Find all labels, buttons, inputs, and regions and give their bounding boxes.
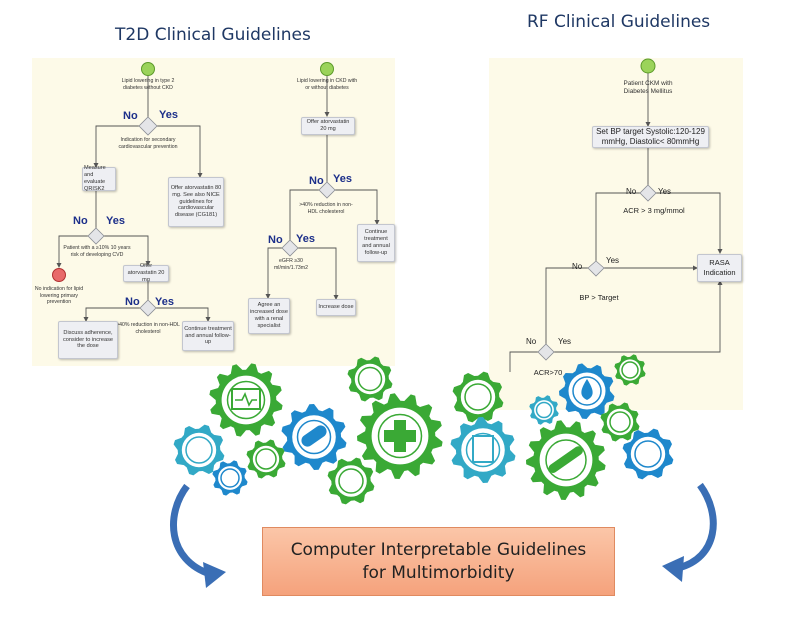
agree-dose-node: Agree an increased dose with a renal spe… (248, 298, 290, 334)
bp-target-node: Set BP target Systolic:120-129 mmHg, Dia… (592, 126, 709, 148)
measure-qrisk-node: Measure and evaluate QRISK2 (82, 165, 116, 192)
continue-treatment-text: Continue treatment and annual follow-up (184, 325, 232, 346)
yes-label: Yes (606, 256, 620, 265)
no-label: No (73, 215, 88, 227)
measure-qrisk-text: Measure and evaluate QRISK2 (84, 165, 106, 192)
indication-label: Indication for secondary cardiovascular … (118, 137, 178, 150)
rf-title: RF Clinical Guidelines (527, 12, 711, 32)
right-curved-arrow (676, 482, 717, 572)
heartbeat-wave-icon (235, 391, 257, 407)
yes-label: Yes (159, 109, 178, 121)
ckd-start-label: Lipid lowering in CKD with or without di… (296, 78, 358, 91)
cig-line-1: Computer Interpretable Guidelines (290, 539, 587, 560)
no-label: No (123, 110, 138, 122)
continue-treatment-ckd-text: Continue treatment and annual follow-up (362, 229, 390, 256)
gear-icon-ring (535, 401, 553, 419)
gear-icon-ring (220, 468, 240, 488)
gear-icon-ring (357, 366, 383, 392)
yes-label: Yes (296, 233, 315, 245)
gear-icon-ring (464, 383, 492, 411)
increase-dose-node: Increase dose (316, 299, 356, 316)
test-tube-icon (335, 465, 367, 497)
offer-20mg-text: Offer atorvastatin 20 mg (127, 263, 165, 283)
cig-line-2: for Multimorbidity (362, 562, 515, 583)
left-arrow-head-icon (203, 562, 226, 588)
no-label: No (572, 262, 583, 271)
no-label: No (125, 296, 140, 308)
no-label: No (309, 175, 324, 187)
yes-label: Yes (658, 187, 672, 196)
capsule-glyph-icon (301, 425, 327, 447)
risk-10-label: Patient with a ≥10% 10 years risk of dev… (63, 245, 131, 258)
right-arrow-head-icon (662, 556, 684, 582)
medical-cross-glyph-icon (384, 420, 416, 452)
no-label: No (526, 337, 537, 346)
left-curved-arrow (170, 483, 212, 578)
no-label: No (268, 234, 283, 246)
increase-dose-text: Increase dose (318, 304, 354, 310)
water-drop-glyph-icon (581, 379, 593, 400)
gear-icon-ring (572, 376, 602, 406)
discuss-adherence-text: Discuss adherence, consider to increase … (62, 329, 114, 350)
yes-label: Yes (155, 296, 174, 308)
nurse-icon (460, 379, 496, 415)
bp-target-label: BP > Target (579, 293, 619, 302)
agree-dose-text: Agree an increased dose with a renal spe… (250, 302, 288, 329)
gear-icon-ring (185, 436, 213, 464)
ldl-reduction-label: >40% reduction in non-HDL cholesterol (116, 322, 180, 335)
gear-icon-ring (545, 439, 587, 481)
rf-start-label: Patient CKM with Diabetes Mellitus (623, 80, 673, 95)
offer-20mg-ckd-text: Offer atorvastatin 20 mg (306, 119, 350, 132)
offer-80mg-node: Offer atorvastatin 80 mg. See also NICE … (168, 177, 224, 227)
cig-box: Computer Interpretable Guidelines for Mu… (262, 527, 615, 596)
gear-icon-ring (338, 468, 364, 494)
t2d-start-label: Lipid lowering in type 2 diabetes withou… (121, 78, 175, 91)
ldl-reduction-ckd-label: >40% reduction in non-HDL cholesterol (299, 202, 353, 215)
acr3-label: ACR > 3 mg/mmol (623, 206, 685, 215)
acr70-label: ACR>70 (533, 368, 563, 377)
continue-treatment-ckd-node: Continue treatment and annual follow-up (357, 224, 395, 262)
gear-icon-ring (634, 440, 662, 468)
no-indication-label: No indication for lipid lowering primary… (34, 286, 84, 305)
tooth-icon (181, 432, 217, 468)
bp-target-text: Set BP target Systolic:120-129 mmHg, Dia… (596, 126, 705, 146)
yes-label: Yes (106, 215, 125, 227)
rf-flowchart-panel (489, 58, 743, 410)
offer-20mg-node: Offer atorvastatin 20 mg (123, 263, 169, 283)
rasa-indication-text: RASA Indication (703, 257, 736, 277)
offer-80mg-text: Offer atorvastatin 80 mg. See also NICE … (170, 184, 222, 219)
ambulance-icon (630, 436, 666, 472)
no-label: No (626, 187, 637, 196)
offer-20mg-ckd-node: Offer atorvastatin 20 mg (301, 117, 355, 135)
gear-icon-ring (621, 361, 639, 379)
continue-treatment-node: Continue treatment and annual follow-up (182, 321, 234, 351)
rasa-indication-node: RASA Indication (697, 254, 742, 282)
discuss-adherence-node: Discuss adherence, consider to increase … (58, 321, 118, 359)
gear-icon-ring (296, 419, 332, 455)
t2d-title: T2D Clinical Guidelines (115, 25, 311, 45)
gear-icon-ring (465, 432, 501, 468)
heart-monitor-icon (221, 375, 271, 425)
gear-icon-ring (226, 380, 266, 420)
yes-label: Yes (558, 337, 572, 346)
gear-icon-ring (609, 411, 631, 433)
gear-icon-ring (377, 413, 423, 459)
thermometer-glyph-icon (548, 446, 583, 473)
gear-icon-ring (255, 448, 277, 470)
monitor-screen-icon (231, 388, 261, 410)
medicine-bottle-icon (354, 363, 386, 395)
yes-label: Yes (333, 173, 352, 185)
egfr-label: eGFR ≥30 ml/min/1.73m2 (273, 258, 309, 271)
clipboard-glyph-icon (472, 435, 494, 463)
